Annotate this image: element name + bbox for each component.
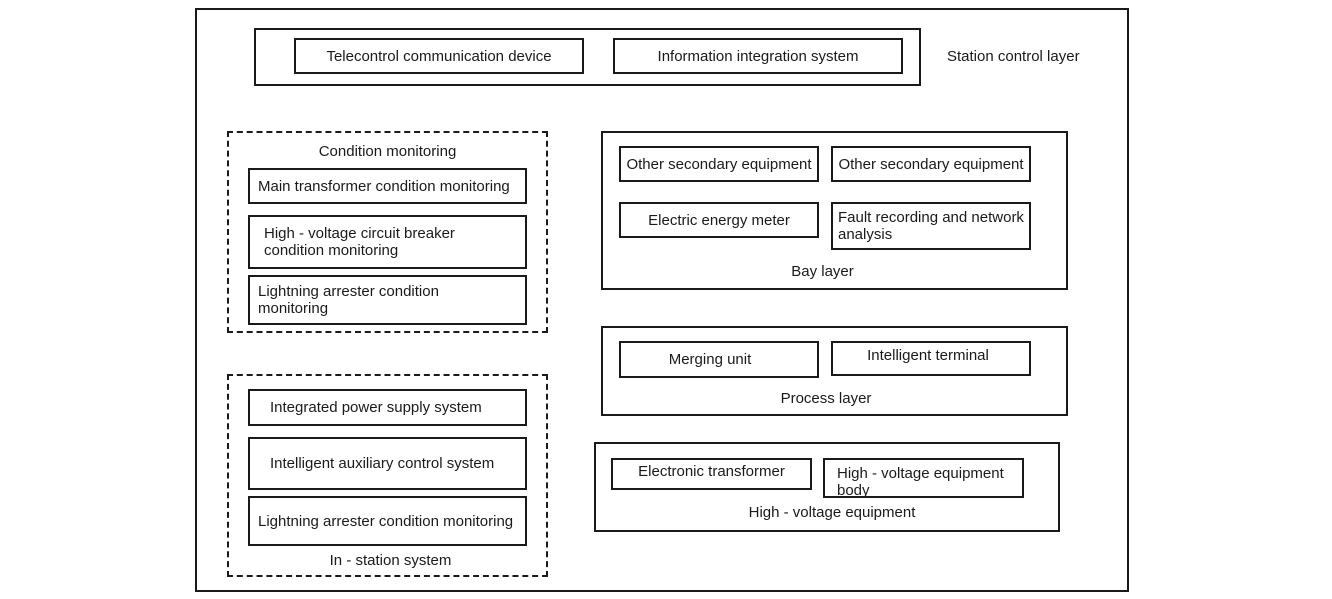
electric-energy-meter-box: Electric energy meter	[619, 202, 819, 238]
integrated-power-supply-box: Integrated power supply system	[248, 389, 527, 426]
in-station-system-label: In - station system	[329, 552, 452, 569]
auxiliary-control-box: Intelligent auxiliary control system	[248, 437, 527, 490]
circuit-breaker-monitoring-box: High - voltage circuit breaker condition…	[248, 215, 527, 269]
arrester-monitoring-label: Lightning arrester condition monitoring	[258, 283, 439, 317]
electronic-transformer-box: Electronic transformer	[611, 458, 812, 490]
process-layer-label: Process layer	[780, 390, 872, 407]
other-secondary-equipment-box-2: Other secondary equipment	[831, 146, 1031, 182]
station-control-layer-label: Station control layer	[947, 48, 1080, 65]
telecontrol-device-label: Telecontrol communication device	[326, 47, 552, 65]
merging-unit-box: Merging unit	[619, 341, 819, 378]
merging-unit-label: Merging unit	[668, 351, 752, 368]
other-secondary-equipment-label-2: Other secondary equipment	[838, 155, 1024, 173]
main-transformer-monitoring-label: Main transformer condition monitoring	[258, 177, 510, 195]
high-voltage-equipment-label: High - voltage equipment	[748, 504, 916, 521]
integrated-power-supply-label: Integrated power supply system	[270, 399, 482, 416]
intelligent-terminal-label: Intelligent terminal	[867, 347, 989, 364]
telecontrol-device-box: Telecontrol communication device	[294, 38, 584, 74]
electric-energy-meter-label: Electric energy meter	[648, 211, 790, 229]
high-voltage-body-box: High - voltage equipment body	[823, 458, 1024, 498]
in-station-arrester-monitoring-box: Lightning arrester condition monitoring	[248, 496, 527, 546]
electronic-transformer-label: Electronic transformer	[638, 463, 785, 480]
other-secondary-equipment-label-1: Other secondary equipment	[626, 155, 812, 173]
information-integration-box: Information integration system	[613, 38, 903, 74]
fault-recording-label: Fault recording and network analysis	[838, 209, 1024, 243]
high-voltage-body-label: High - voltage equipment body	[837, 465, 1004, 498]
arrester-monitoring-box: Lightning arrester condition monitoring	[248, 275, 527, 325]
bay-layer-label: Bay layer	[791, 263, 854, 280]
condition-monitoring-title: Condition monitoring	[318, 143, 457, 160]
other-secondary-equipment-box-1: Other secondary equipment	[619, 146, 819, 182]
information-integration-label: Information integration system	[657, 47, 859, 65]
auxiliary-control-label: Intelligent auxiliary control system	[270, 455, 495, 472]
main-transformer-monitoring-box: Main transformer condition monitoring	[248, 168, 527, 204]
circuit-breaker-monitoring-label: High - voltage circuit breaker condition…	[264, 225, 455, 259]
intelligent-terminal-box: Intelligent terminal	[831, 341, 1031, 376]
in-station-arrester-monitoring-label: Lightning arrester condition monitoring	[258, 512, 514, 530]
fault-recording-box: Fault recording and network analysis	[831, 202, 1031, 250]
